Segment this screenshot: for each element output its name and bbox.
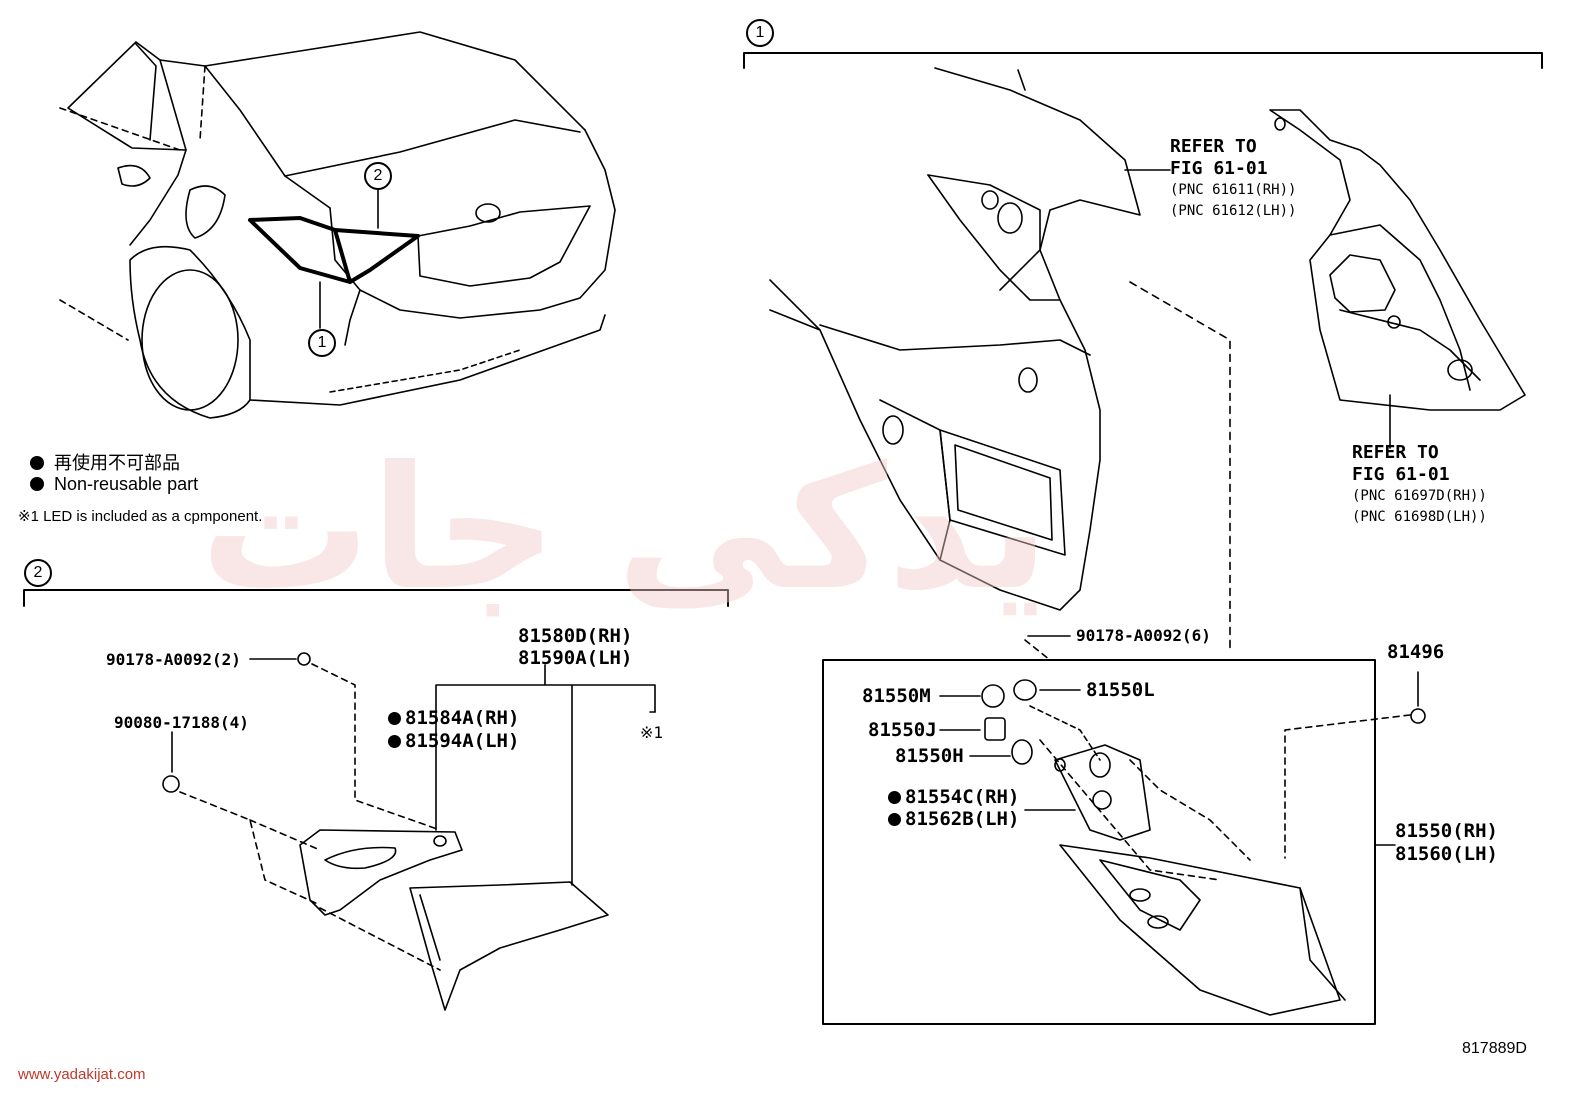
ref-line: FIG 61-01 (1170, 158, 1268, 179)
gasket-illustration (1054, 744, 1151, 841)
ref-line: FIG 61-01 (1352, 464, 1450, 485)
part-label: 81584A(RH) (405, 707, 520, 729)
legend-en-text: Non-reusable part (54, 474, 199, 494)
ref-line: REFER TO (1352, 442, 1439, 463)
bullet-icon (30, 477, 44, 491)
part-screw-6[interactable]: 90178-A0092(6) (1076, 626, 1211, 645)
legend-en: Non-reusable part (30, 474, 198, 495)
part-clip[interactable]: 90080-17188(4) (114, 713, 249, 732)
part-inner-lamp-rh[interactable]: 81580D(RH) (518, 625, 633, 647)
part-inner-gasket-rh[interactable]: 81584A(RH) (388, 707, 519, 729)
car-rear-illustration (59, 31, 616, 419)
tail-lamp-inner-illustration (409, 881, 609, 1011)
legend-jp: 再使用不可部品 (30, 449, 180, 475)
part-inner-lamp-lh[interactable]: 81590A(LH) (518, 647, 633, 669)
ref-line: (PNC 61611(RH)) (1170, 182, 1297, 198)
tail-lamp-outer-illustration (1059, 844, 1346, 1016)
part-screw-2[interactable]: 90178-A0092(2) (106, 650, 241, 669)
non-reusable-icon (388, 712, 401, 725)
part-inner-gasket-lh[interactable]: 81594A(LH) (388, 730, 519, 752)
part-81550m[interactable]: 81550M (862, 685, 931, 707)
legend-jp-text: 再使用不可部品 (54, 453, 180, 473)
car-callout-2: 2 (364, 162, 392, 190)
non-reusable-icon (388, 735, 401, 748)
ref-line: (PNC 61697D(RH)) (1352, 488, 1487, 504)
part-gasket-lh[interactable]: 81562B(LH) (888, 808, 1019, 830)
ref-line: (PNC 61612(LH)) (1170, 203, 1297, 219)
fig-reference-upper[interactable]: REFER TO FIG 61-01 (PNC 61611(RH)) (PNC … (1170, 136, 1296, 222)
watermark: یدکی جات (200, 430, 1050, 628)
ref-line: REFER TO (1170, 136, 1257, 157)
led-note-marker: ※1 (640, 723, 664, 742)
part-81550l[interactable]: 81550L (1086, 679, 1155, 701)
section-2-callout: 2 (24, 559, 52, 587)
bullet-icon (30, 456, 44, 470)
quarter-panel-illustration (769, 67, 1141, 611)
non-reusable-icon (888, 813, 901, 826)
section-1-callout: 1 (746, 19, 774, 47)
gasket-small-illustration (299, 829, 463, 916)
led-note: ※1 LED is included as a cpmponent. (18, 508, 263, 525)
diagram-id: 817889D (1462, 1040, 1527, 1057)
fig-reference-lower[interactable]: REFER TO FIG 61-01 (PNC 61697D(RH)) (PNC… (1352, 442, 1487, 528)
part-81496[interactable]: 81496 (1387, 641, 1445, 663)
part-gasket-rh[interactable]: 81554C(RH) (888, 786, 1019, 808)
part-label: 81594A(LH) (405, 730, 520, 752)
part-label: 81554C(RH) (905, 786, 1020, 808)
part-label: 81562B(LH) (905, 808, 1020, 830)
car-callout-1: 1 (308, 329, 336, 357)
part-81550h[interactable]: 81550H (895, 745, 964, 767)
part-81550j[interactable]: 81550J (868, 719, 937, 741)
part-lamp-lh[interactable]: 81560(LH) (1395, 843, 1498, 865)
footer-url[interactable]: www.yadakijat.com (18, 1066, 146, 1083)
inner-panel-illustration (1269, 109, 1526, 411)
part-lamp-rh[interactable]: 81550(RH) (1395, 820, 1498, 842)
ref-line: (PNC 61698D(LH)) (1352, 509, 1487, 525)
non-reusable-icon (888, 791, 901, 804)
